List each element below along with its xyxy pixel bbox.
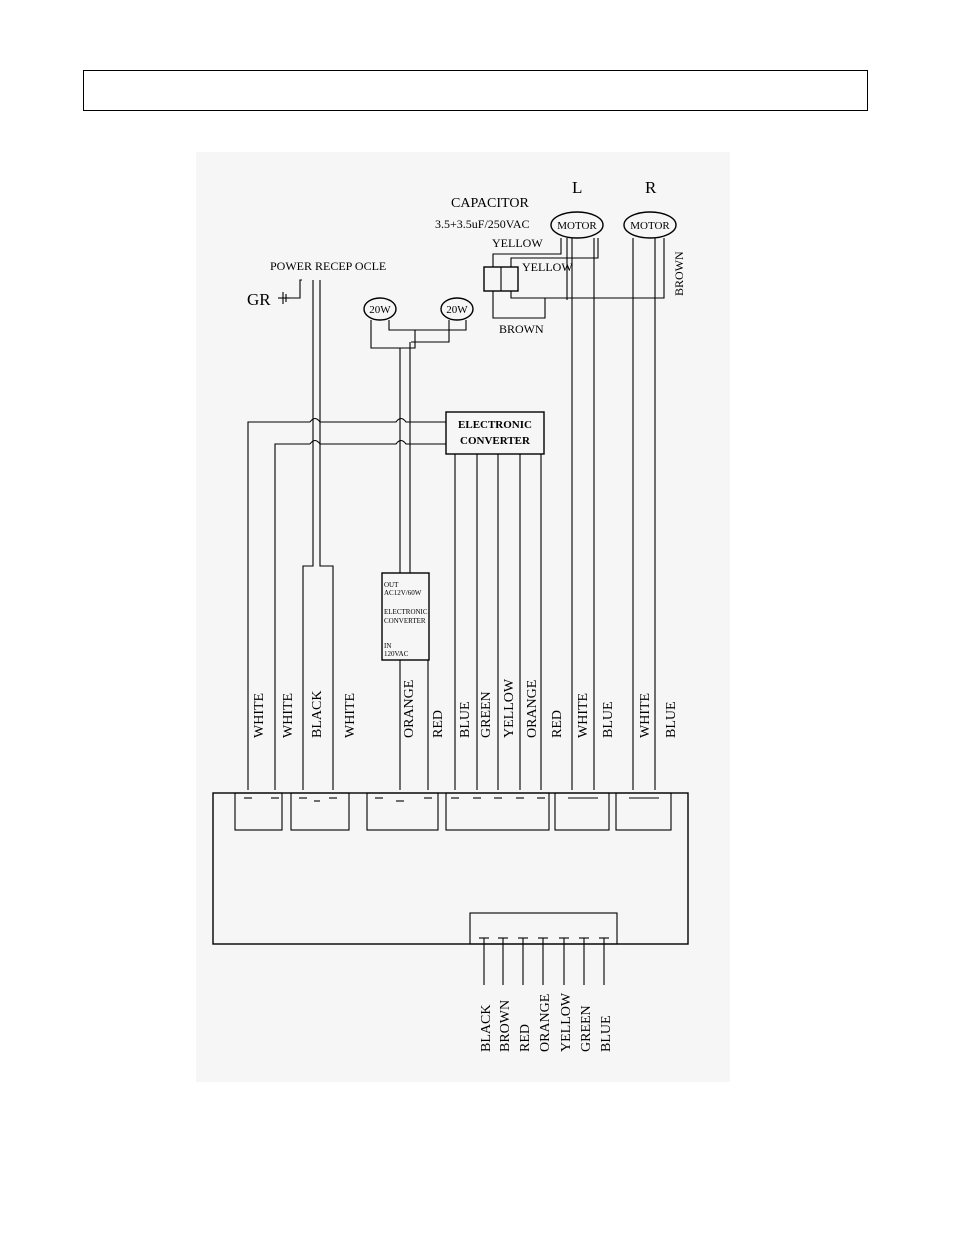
ground-symbol bbox=[278, 280, 302, 304]
wire-label: BLUE bbox=[458, 701, 473, 738]
cap-wire-yellow-mid-label: YELLOW bbox=[522, 260, 573, 274]
transformer-line-1: OUT bbox=[384, 581, 399, 589]
lamp-right: 20W bbox=[441, 298, 473, 320]
motor-right-side-label: R bbox=[645, 178, 657, 197]
motor-right: MOTOR bbox=[624, 212, 676, 238]
wire-label: BLACK bbox=[310, 691, 325, 738]
converter-label-1: ELECTRONIC bbox=[458, 419, 532, 431]
switch-labels: BLACK BROWN RED ORANGE YELLOW GREEN BLUE bbox=[479, 992, 614, 1052]
converter-output-wires bbox=[455, 454, 541, 790]
wire-label: RED bbox=[431, 710, 446, 738]
ground-label: GR bbox=[247, 290, 271, 309]
capacitor bbox=[484, 267, 518, 291]
switch-wire-label: ORANGE bbox=[538, 994, 553, 1052]
transformer: OUT AC12V/60W ELECTRONIC CONVERTER IN 12… bbox=[382, 573, 429, 660]
lamp-left-label: 20W bbox=[369, 304, 391, 316]
capacitor-label: CAPACITOR bbox=[451, 196, 529, 211]
power-receptacle-label: POWER RECEP OCLE bbox=[270, 259, 386, 273]
cap-wire-brown-label: BROWN bbox=[499, 322, 544, 336]
wire-label: RED bbox=[550, 710, 565, 738]
transformer-line-5: IN bbox=[384, 642, 391, 650]
control-board bbox=[213, 793, 688, 944]
lamp-left: 20W bbox=[364, 298, 396, 320]
converter-label-2: CONVERTER bbox=[460, 435, 531, 447]
wire-label: BLUE bbox=[601, 701, 616, 738]
cap-wire-yellow-top-label: YELLOW bbox=[492, 236, 543, 250]
switch-wire-label: YELLOW bbox=[559, 992, 574, 1052]
connector-pins bbox=[244, 798, 659, 801]
transformer-line-6: 120VAC bbox=[384, 650, 409, 658]
wire-label: WHITE bbox=[576, 693, 591, 738]
wire-labels: WHITE WHITE BLACK WHITE ORANGE RED BLUE … bbox=[252, 678, 679, 738]
wire-label: BLUE bbox=[664, 701, 679, 738]
motor-left-label: MOTOR bbox=[557, 220, 597, 232]
transformer-line-3: ELECTRONIC bbox=[384, 608, 428, 616]
transformer-line-4: CONVERTER bbox=[384, 617, 426, 625]
switch-wire-label: BLUE bbox=[599, 1015, 614, 1052]
wire-label: WHITE bbox=[281, 693, 296, 738]
switch-wire-label: RED bbox=[518, 1024, 533, 1052]
motor-left: MOTOR bbox=[551, 212, 603, 238]
switch-wire-label: BLACK bbox=[479, 1005, 494, 1052]
transformer-line-2: AC12V/60W bbox=[384, 589, 422, 597]
switch-wire-label: GREEN bbox=[579, 1005, 594, 1052]
wire-label: YELLOW bbox=[502, 678, 517, 738]
lamp-wires bbox=[371, 320, 466, 348]
lamp-right-label: 20W bbox=[446, 304, 468, 316]
motor-right-label: MOTOR bbox=[630, 220, 670, 232]
wire-label: GREEN bbox=[479, 691, 494, 738]
electronic-converter: ELECTRONIC CONVERTER bbox=[446, 412, 544, 454]
capacitor-rating: 3.5+3.5uF/250VAC bbox=[435, 217, 530, 231]
motor-r-brown-label: BROWN bbox=[672, 251, 686, 296]
wire-label: ORANGE bbox=[525, 680, 540, 738]
wire-label: WHITE bbox=[343, 693, 358, 738]
switch-wires bbox=[479, 938, 609, 985]
wire-label: ORANGE bbox=[402, 680, 417, 738]
wire-label: WHITE bbox=[638, 693, 653, 738]
motor-left-side-label: L bbox=[572, 178, 582, 197]
switch-wire-label: BROWN bbox=[498, 1000, 513, 1052]
lamp-feed-wires bbox=[400, 342, 410, 573]
wire-label: WHITE bbox=[252, 693, 267, 738]
